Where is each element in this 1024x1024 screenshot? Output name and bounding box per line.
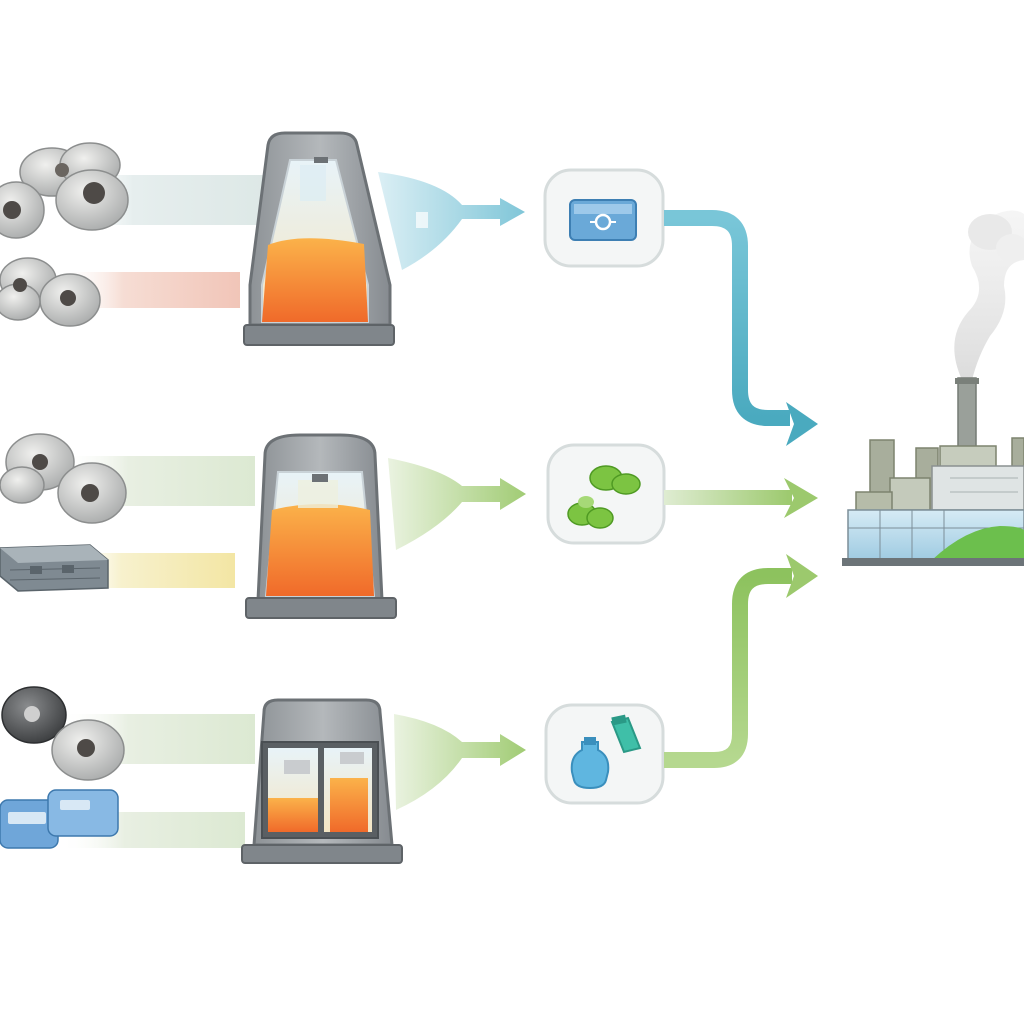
ore-rocks-icon	[0, 257, 101, 327]
pipe-to-factory-2	[664, 478, 818, 518]
dark-ore-rocks-icon	[1, 686, 125, 781]
furnace-2	[245, 433, 397, 619]
flow-funnel-2	[388, 458, 526, 550]
flow-funnel-3	[394, 714, 526, 810]
flow-funnel-1	[378, 172, 525, 270]
green-pellets-icon	[567, 465, 641, 529]
smoke-plume	[954, 210, 1024, 380]
ore-rocks-icon	[0, 433, 127, 524]
ore-rocks-icon	[0, 142, 129, 239]
crate-block-icon	[0, 544, 109, 592]
pipe-to-factory-1	[664, 210, 818, 446]
pipe-to-factory-3	[664, 554, 818, 768]
product-box-2	[546, 443, 666, 545]
blue-blocks-icon	[0, 789, 119, 849]
product-box-3	[544, 703, 665, 805]
blue-device-icon	[569, 199, 637, 241]
product-box-1	[543, 168, 665, 268]
bottles-icon	[570, 714, 642, 790]
furnace-3	[241, 698, 403, 864]
factory-icon	[842, 210, 1024, 566]
furnace-1	[243, 131, 395, 346]
